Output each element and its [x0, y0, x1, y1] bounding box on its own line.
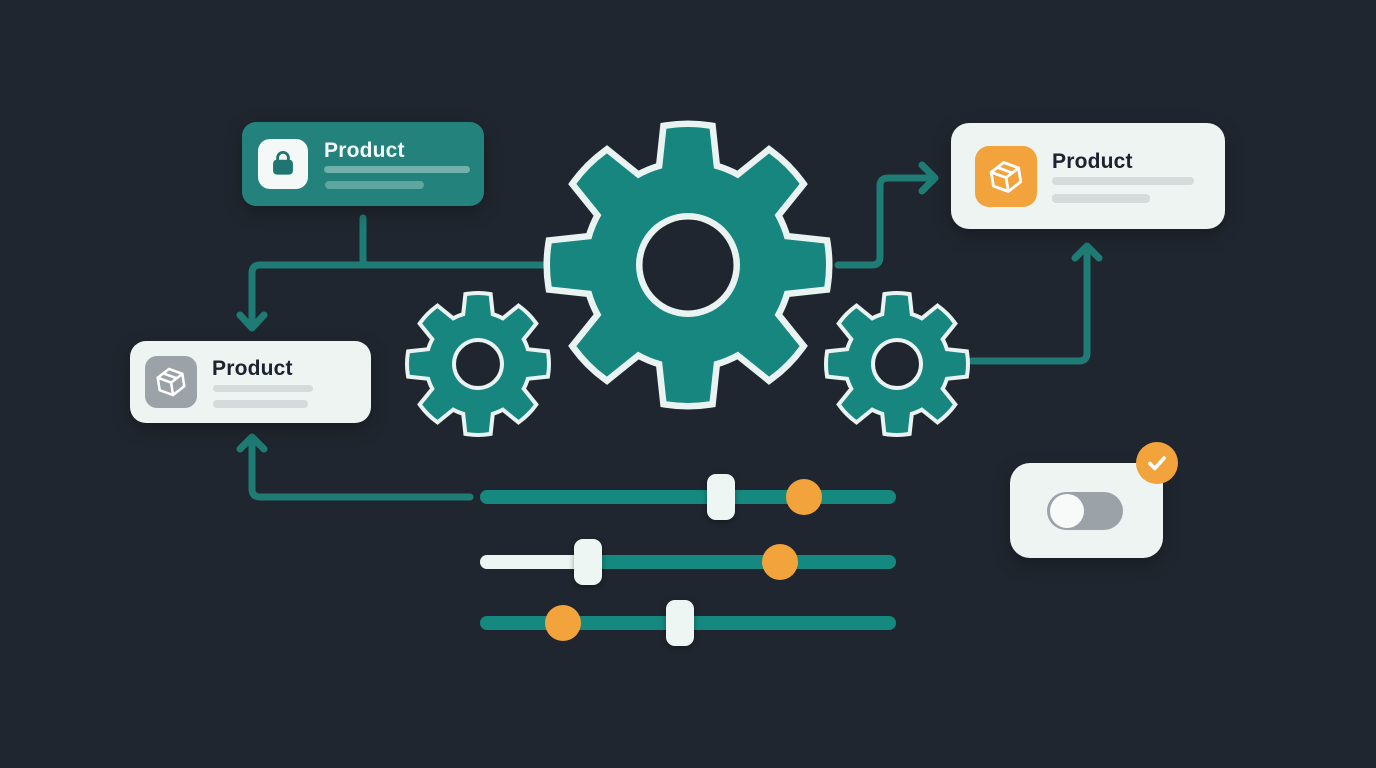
connector-slider-to-midleft-card: [248, 439, 474, 501]
shopping-bag-icon: [258, 139, 308, 189]
package-box-icon: [145, 356, 197, 408]
slider-3-handle[interactable]: [665, 600, 694, 646]
text-line: [324, 166, 470, 173]
card-title: Product: [324, 139, 405, 162]
connector-topcard-drop: [359, 214, 372, 269]
text-line: [1052, 194, 1150, 203]
slider-1-handle[interactable]: [707, 474, 736, 520]
slider-1[interactable]: [480, 474, 896, 520]
toggle-card: [1010, 463, 1163, 558]
arrowhead-right-icon: [918, 161, 939, 195]
slider-3[interactable]: [480, 600, 896, 646]
slider-3-marker-dot[interactable]: [545, 605, 582, 641]
slider-1-marker-dot[interactable]: [786, 479, 823, 515]
arrowhead-up-left-icon: [236, 433, 268, 453]
card-title: Product: [1052, 150, 1133, 173]
text-line: [213, 385, 313, 392]
slider-2-handle[interactable]: [574, 539, 603, 585]
text-line: [325, 181, 424, 189]
connector-smallgear-to-topright-card: [968, 248, 1091, 365]
gear-large-icon: [528, 105, 848, 425]
product-card-teal[interactable]: Product: [242, 122, 484, 206]
product-card-gray[interactable]: Product: [130, 341, 371, 423]
connector-gear-to-topright-card: [834, 174, 932, 269]
text-line: [213, 400, 308, 408]
slider-2-marker-dot[interactable]: [761, 544, 798, 580]
slider-2-filled-track: [480, 555, 589, 569]
card-title: Product: [212, 357, 293, 380]
package-box-icon: [975, 146, 1037, 207]
product-card-orange[interactable]: Product: [951, 123, 1225, 229]
checkmark-badge-icon: [1136, 442, 1178, 484]
text-line: [1052, 177, 1194, 185]
toggle-knob[interactable]: [1050, 494, 1084, 528]
toggle-switch[interactable]: [1047, 492, 1123, 530]
arrowhead-down-icon: [236, 311, 268, 332]
arrowhead-up-right-icon: [1071, 242, 1103, 262]
slider-2[interactable]: [480, 539, 896, 585]
